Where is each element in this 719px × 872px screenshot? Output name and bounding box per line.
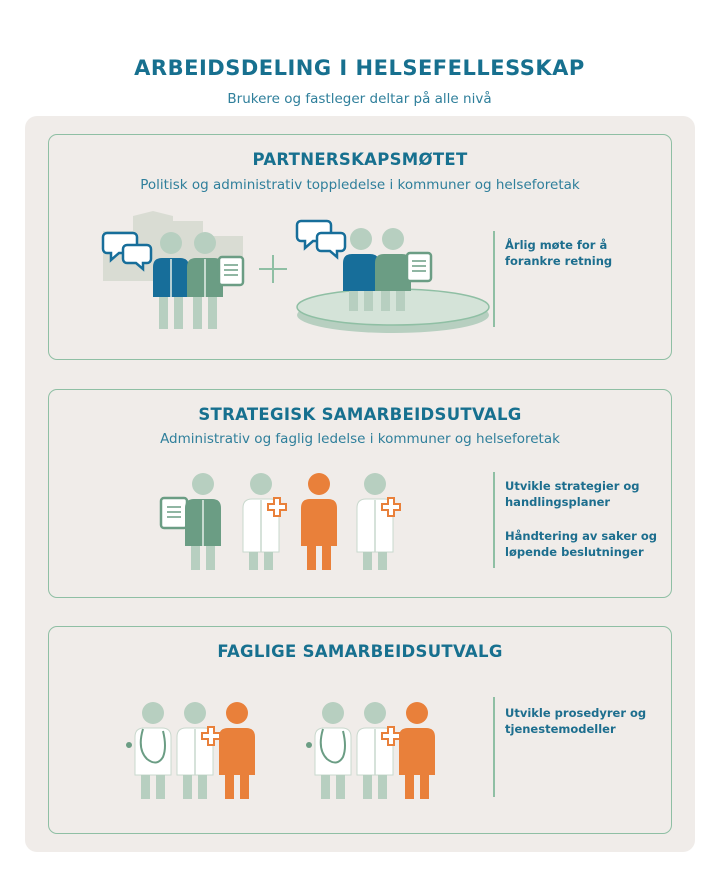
doctor-stethoscope-icon — [306, 702, 352, 799]
page-title: ARBEIDSDELING I HELSEFELLESSKAP — [134, 56, 585, 80]
panel-strategisk-samarbeidsutvalg: STRATEGISK SAMARBEIDSUTVALG Administrati… — [48, 389, 672, 598]
note-handtering-saker: Håndtering av saker og løpende beslutnin… — [505, 529, 657, 559]
platform-icon — [296, 288, 490, 333]
plus-icon — [259, 255, 287, 283]
document-icon — [159, 496, 189, 530]
person-orange-icon — [219, 702, 255, 799]
doctor-icon — [242, 473, 287, 570]
professional-illustration — [126, 702, 435, 799]
partnership-illustration — [101, 211, 490, 333]
doctor-icon — [356, 473, 401, 570]
doctor-icon — [176, 702, 221, 799]
panel-title: FAGLIGE SAMARBEIDSUTVALG — [217, 642, 503, 661]
doctor-icon — [356, 702, 401, 799]
person-blue-icon — [153, 232, 189, 329]
page-subtitle: Brukere og fastleger deltar på alle nivå — [227, 91, 492, 107]
panel-subtitle: Politisk og administrativ toppledelse i … — [140, 177, 580, 193]
person-orange-icon — [301, 473, 337, 570]
document-icon — [217, 255, 245, 287]
person-green-icon — [375, 228, 411, 311]
divider — [493, 472, 495, 568]
document-icon — [405, 251, 433, 283]
person-green-icon — [187, 232, 223, 329]
panel-title: STRATEGISK SAMARBEIDSUTVALG — [198, 405, 522, 424]
panel-partnerskapsmotet: PARTNERSKAPSMØTET Politisk og administra… — [48, 134, 672, 360]
person-orange-icon — [399, 702, 435, 799]
divider — [493, 231, 495, 327]
panel-subtitle: Administrativ og faglig ledelse i kommun… — [160, 431, 560, 447]
divider — [493, 697, 495, 797]
strategic-illustration — [159, 473, 401, 570]
doctor-stethoscope-icon — [126, 702, 172, 799]
panel-faglige-samarbeidsutvalg: FAGLIGE SAMARBEIDSUTVALG Utvikle prosedy… — [48, 626, 672, 834]
speech-bubbles-icon — [101, 231, 153, 272]
panel-title: PARTNERSKAPSMØTET — [252, 150, 468, 169]
person-green-icon — [185, 473, 221, 570]
speech-bubbles-icon — [295, 219, 347, 260]
note-aarlig-mote: Årlig møte for å forankre retning — [505, 238, 613, 268]
person-blue-icon — [343, 228, 379, 311]
note-utvikle-prosedyrer: Utvikle prosedyrer og tjenestemodeller — [505, 706, 647, 736]
note-utvikle-strategier: Utvikle strategier og handlingsplaner — [505, 479, 640, 509]
